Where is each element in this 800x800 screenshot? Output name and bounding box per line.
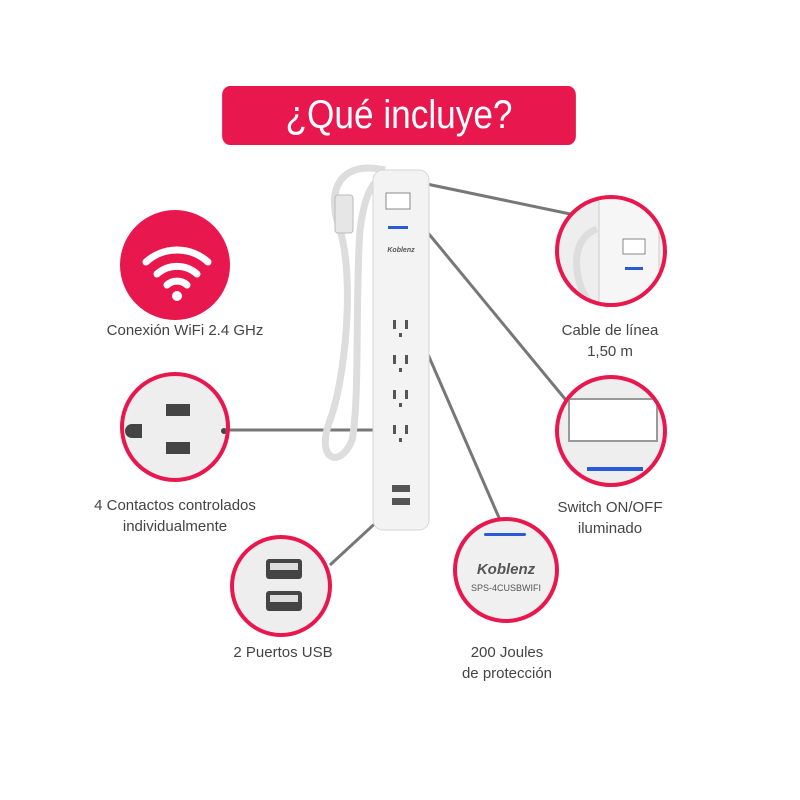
plug — [334, 194, 354, 234]
wifi-circle — [120, 210, 230, 320]
joules-label-line1: 200 Joules — [470, 644, 544, 661]
brand-logo: Koblenz — [476, 561, 536, 578]
title-banner: ¿Qué incluye? — [222, 86, 576, 145]
cable-label: Cable de línea 1,50 m — [490, 320, 730, 362]
outlets-label-line1: 4 Contactos controlados — [94, 497, 256, 514]
switch-label: Switch ON/OFF iluminado — [490, 497, 730, 539]
usb-ports-icon — [266, 559, 302, 611]
switch-label-line2: iluminado — [577, 520, 643, 537]
switch — [385, 192, 411, 210]
cable-label-line2: 1,50 m — [587, 343, 633, 360]
joules-label-line2: de protección — [461, 665, 553, 682]
usb-circle — [230, 535, 332, 637]
model-number: SPS-4CUSBWIFI — [470, 583, 541, 593]
joules-label: 200 Joules de protección — [387, 642, 627, 684]
switch-detail-icon — [568, 398, 658, 471]
wifi-icon — [142, 246, 212, 301]
svg-text:Koblenz: Koblenz — [387, 247, 415, 254]
outlets-label: 4 Contactos controlados individualmente — [55, 495, 295, 537]
usb-label: 2 Puertos USB — [233, 644, 333, 661]
cable-label-line1: Cable de línea — [561, 322, 659, 339]
cable-circle — [555, 195, 667, 307]
outlet-icon — [125, 404, 226, 454]
power-strip — [372, 169, 430, 531]
joules-circle: Koblenz SPS-4CUSBWIFI — [453, 517, 559, 623]
outlets-label-line2: individualmente — [122, 518, 228, 535]
switch-label-line1: Switch ON/OFF — [557, 499, 663, 516]
cable-detail-icon — [573, 199, 660, 303]
outlet-circle — [120, 372, 230, 482]
wifi-label: Conexión WiFi 2.4 GHz — [106, 322, 264, 339]
switch-circle — [555, 375, 667, 487]
